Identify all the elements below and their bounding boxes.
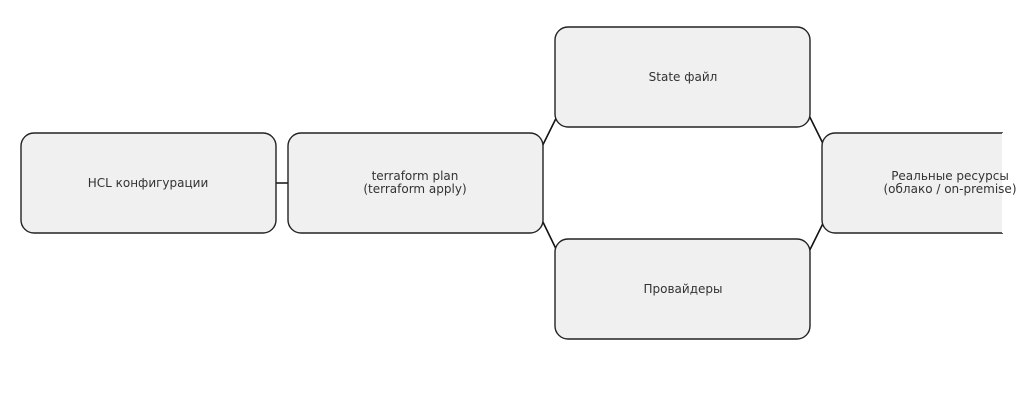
node-terraform-plan-label-line-2: (terraform apply) <box>363 182 466 196</box>
node-providers-box <box>554 238 811 340</box>
node-real-resources: Реальные ресурсы (облако / on-premise) <box>821 132 1017 234</box>
node-state-file-label: State файл <box>649 70 718 84</box>
node-hcl-config-label: HCL конфигурации <box>88 176 209 190</box>
node-terraform-plan: terraform plan (terraform apply) <box>287 132 544 234</box>
node-hcl-config-box <box>20 132 277 234</box>
node-providers-label: Провайдеры <box>644 282 723 296</box>
node-real-resources-box <box>821 132 1003 234</box>
node-terraform-plan-box <box>287 132 544 234</box>
node-terraform-plan-label-line-1: terraform plan <box>372 169 459 183</box>
node-real-resources-label-line-1: Реальные ресурсы <box>891 169 1009 183</box>
node-real-resources-label-line-2: (облако / on-premise) <box>884 182 1017 196</box>
node-providers: Провайдеры <box>554 238 811 340</box>
node-hcl-config: HCL конфигурации <box>20 132 277 234</box>
node-state-file: State файл <box>554 26 811 128</box>
node-state-file-box <box>554 26 811 128</box>
